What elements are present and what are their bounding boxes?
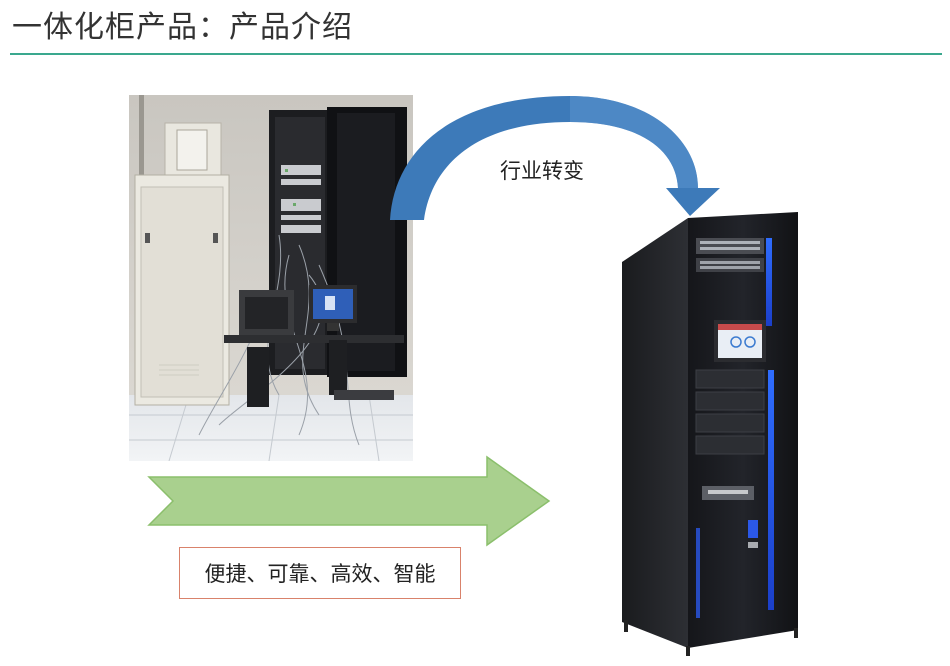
integrated-cabinet-image	[618, 210, 818, 656]
legacy-server-room-photo	[129, 95, 413, 461]
title-divider	[10, 53, 942, 55]
transition-label: 行业转变	[500, 159, 584, 183]
features-box: 便捷、可靠、高效、智能	[179, 547, 461, 599]
page-title: 一体化柜产品：产品介绍	[12, 10, 353, 45]
right-arrow-icon	[147, 455, 551, 547]
curved-arrow-icon	[390, 96, 720, 220]
